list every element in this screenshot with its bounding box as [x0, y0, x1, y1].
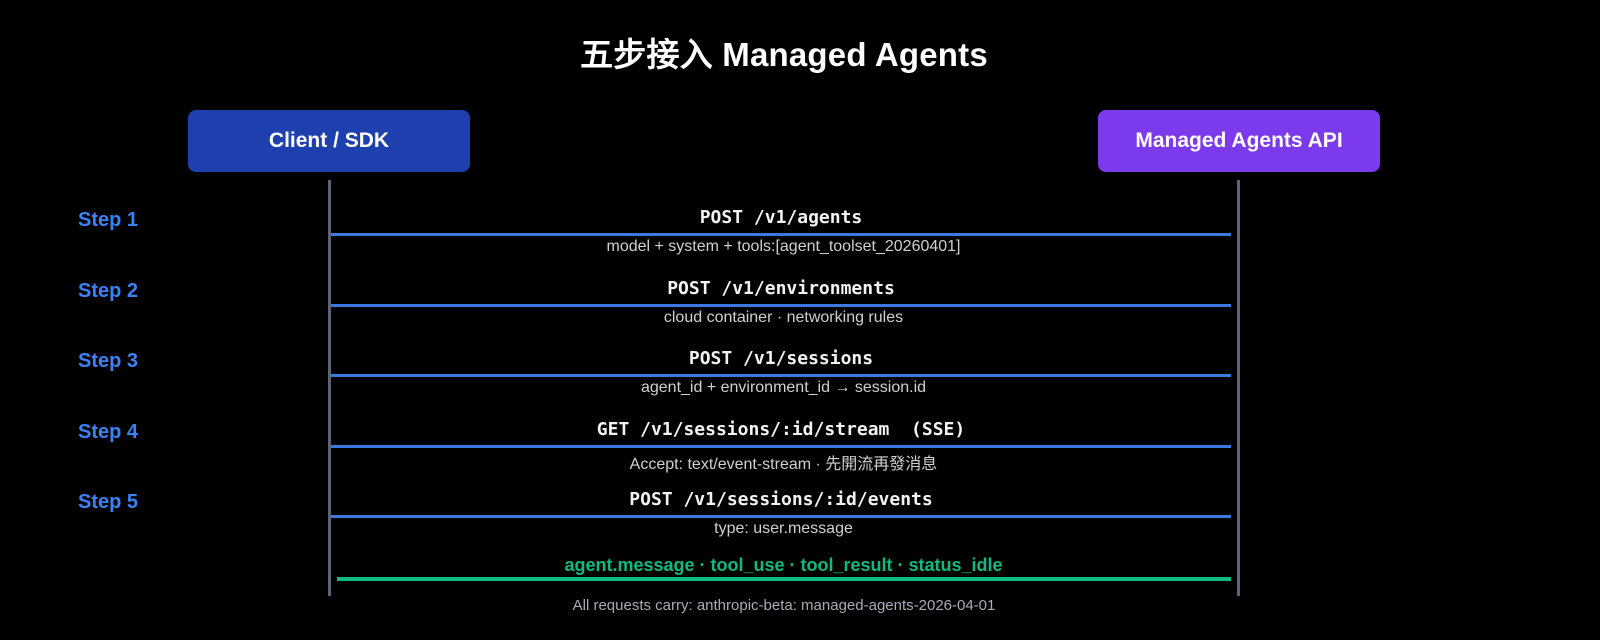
- step-2-description: cloud container · networking rules: [663, 309, 904, 326]
- step-3-label: Step 3: [78, 350, 139, 372]
- step-1-label: Step 1: [78, 209, 139, 231]
- step-5-arrow: [331, 515, 1231, 518]
- step-4-description: Accept: text/event-stream · 先開流再發消息: [629, 456, 938, 473]
- managed-agents-api-label: Managed Agents API: [1135, 129, 1343, 152]
- page-title: 五步接入 Managed Agents: [580, 36, 988, 73]
- step-2-arrow: [331, 304, 1231, 307]
- client-sdk-label: Client / SDK: [268, 129, 390, 152]
- step-1-endpoint: POST /v1/agents: [699, 207, 863, 228]
- step-2-endpoint: POST /v1/environments: [667, 278, 895, 299]
- step-4-label: Step 4: [78, 421, 139, 443]
- footer-note: All requests carry: anthropic-beta: mana…: [572, 597, 996, 614]
- client-lifeline: [328, 180, 331, 596]
- step-3-endpoint: POST /v1/sessions: [688, 348, 874, 369]
- step-3-arrow: [331, 374, 1231, 377]
- step-5-endpoint: POST /v1/sessions/:id/events: [629, 489, 933, 510]
- step-5-description: type: user.message: [714, 520, 853, 537]
- step-3-description: agent_id + environment_id → session.id: [640, 379, 927, 396]
- managed-agents-api-box: Managed Agents API: [1098, 110, 1380, 172]
- step-1-arrow: [331, 233, 1231, 236]
- response-events-label: agent.message · tool_use · tool_result ·…: [564, 555, 1003, 575]
- response-events-arrow: [337, 577, 1231, 581]
- client-sdk-box: Client / SDK: [188, 110, 470, 172]
- step-4-arrow: [331, 445, 1231, 448]
- api-lifeline: [1237, 180, 1240, 596]
- step-2-label: Step 2: [78, 280, 139, 302]
- step-4-endpoint: GET /v1/sessions/:id/stream (SSE): [596, 419, 966, 440]
- step-1-description: model + system + tools:[agent_toolset_20…: [606, 238, 961, 255]
- step-5-label: Step 5: [78, 491, 139, 513]
